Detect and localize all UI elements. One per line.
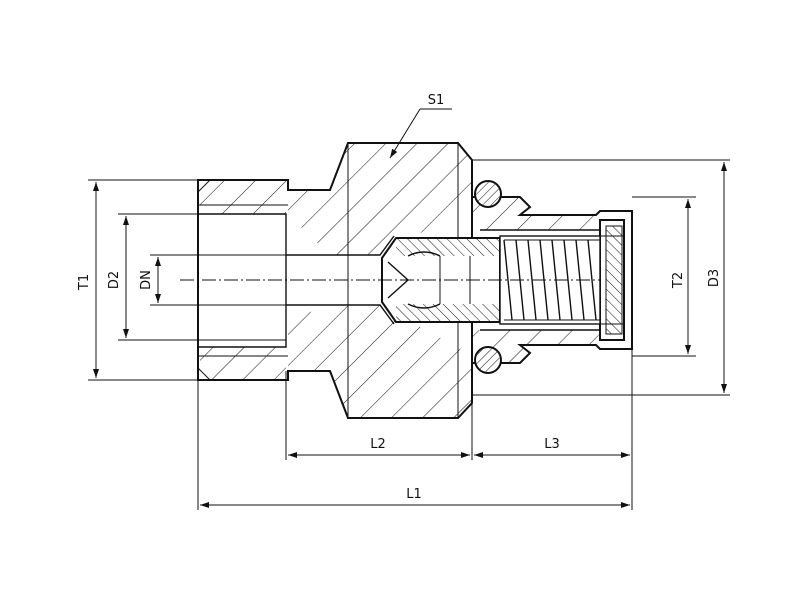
label-l3: L3 <box>544 437 560 452</box>
dimension-dn: DN <box>139 257 161 303</box>
label-t1: T1 <box>77 274 92 291</box>
extension-lines <box>88 159 730 510</box>
label-l1: L1 <box>406 487 422 502</box>
dimension-t2: T2 <box>671 199 691 354</box>
dimension-t1: T1 <box>77 182 99 378</box>
label-d2: D2 <box>107 271 122 289</box>
dimension-l2: L2 <box>288 437 470 458</box>
label-l2: L2 <box>370 437 386 452</box>
o-ring-seals <box>474 180 502 374</box>
label-s1: S1 <box>428 93 445 108</box>
dimension-d3: D3 <box>707 162 727 393</box>
dimension-l1: L1 <box>200 487 630 508</box>
leader-s1: S1 <box>389 93 452 159</box>
label-t2: T2 <box>671 272 686 289</box>
label-d3: D3 <box>707 269 722 287</box>
dimension-l3: L3 <box>474 437 630 458</box>
label-dn: DN <box>139 270 154 290</box>
dimension-d2: D2 <box>107 216 129 338</box>
